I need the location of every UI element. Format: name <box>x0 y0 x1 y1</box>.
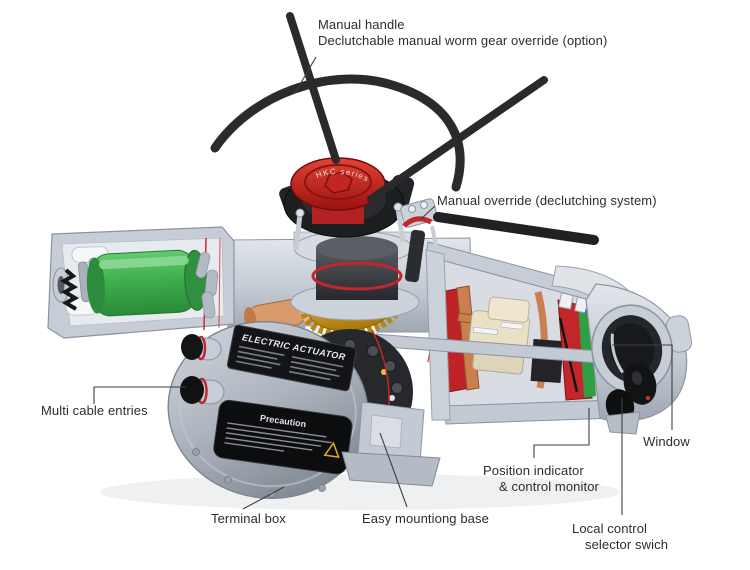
motor-housing <box>47 226 235 339</box>
motor <box>86 249 208 317</box>
gear-fins <box>195 251 219 319</box>
end-cap <box>551 265 693 435</box>
label-local-control-line1: Local control <box>572 521 648 536</box>
monitor-block <box>530 339 564 383</box>
label-manual-override: Manual override (declutching system) <box>437 193 657 208</box>
leader-multi-cable-entries <box>93 386 186 404</box>
o-ring <box>311 261 403 291</box>
label-multi-cable-entries: Multi cable entries <box>41 403 148 418</box>
handwheel-spoke <box>286 12 340 164</box>
precaution-plate: Precaution <box>213 399 353 475</box>
warning-triangle-icon <box>323 441 340 459</box>
leader-window <box>612 344 673 430</box>
mounting-base <box>341 401 441 487</box>
leader-manual-handle <box>294 56 317 94</box>
label-position-indicator: Position indicator & control monitor <box>483 463 599 495</box>
handwheel-hub-cap: HKC series <box>290 157 386 224</box>
label-local-control: Local control selector swich <box>572 521 668 553</box>
label-manual-handle-line1: Manual handle <box>318 17 405 32</box>
window <box>591 304 673 394</box>
spring <box>52 267 79 311</box>
end-foot <box>605 411 641 435</box>
label-manual-handle-line2: Declutchable manual worm gear override (… <box>318 33 608 48</box>
label-local-control-line2: selector swich <box>585 537 669 552</box>
leader-manual-override <box>420 205 436 220</box>
control-compartment <box>425 241 617 425</box>
leader-terminal-box <box>242 486 285 510</box>
declutch-lever <box>433 212 599 245</box>
manual-handle <box>210 12 599 245</box>
label-easy-mounting-base: Easy mountiong base <box>362 511 489 526</box>
hex-nut <box>324 171 353 194</box>
leader-easy-mounting-base <box>379 432 408 508</box>
cable-gland-cap <box>181 334 203 360</box>
window-glass-highlight <box>610 333 624 374</box>
leader-lines <box>93 56 673 515</box>
label-position-indicator-line1: Position indicator <box>483 463 584 478</box>
left-post <box>425 249 451 421</box>
handwheel-spoke <box>367 76 548 203</box>
declutch-cam <box>402 216 433 228</box>
label-manual-handle: Manual handle Declutchable manual worm g… <box>318 17 607 49</box>
leader-position-indicator <box>533 408 590 458</box>
handwheel-rim <box>210 74 465 192</box>
terminal-box: ELECTRIC ACTUATOR Precaution <box>167 321 413 499</box>
manual-override-mechanism <box>400 198 438 283</box>
cable-gland-cap <box>180 376 204 404</box>
label-position-indicator-line2: & control monitor <box>499 479 599 494</box>
label-terminal-box: Terminal box <box>211 511 286 526</box>
cable-glands <box>180 334 225 405</box>
clamp-bolt <box>395 207 406 243</box>
clamp-bolt <box>293 213 303 251</box>
label-window: Window <box>643 434 690 449</box>
